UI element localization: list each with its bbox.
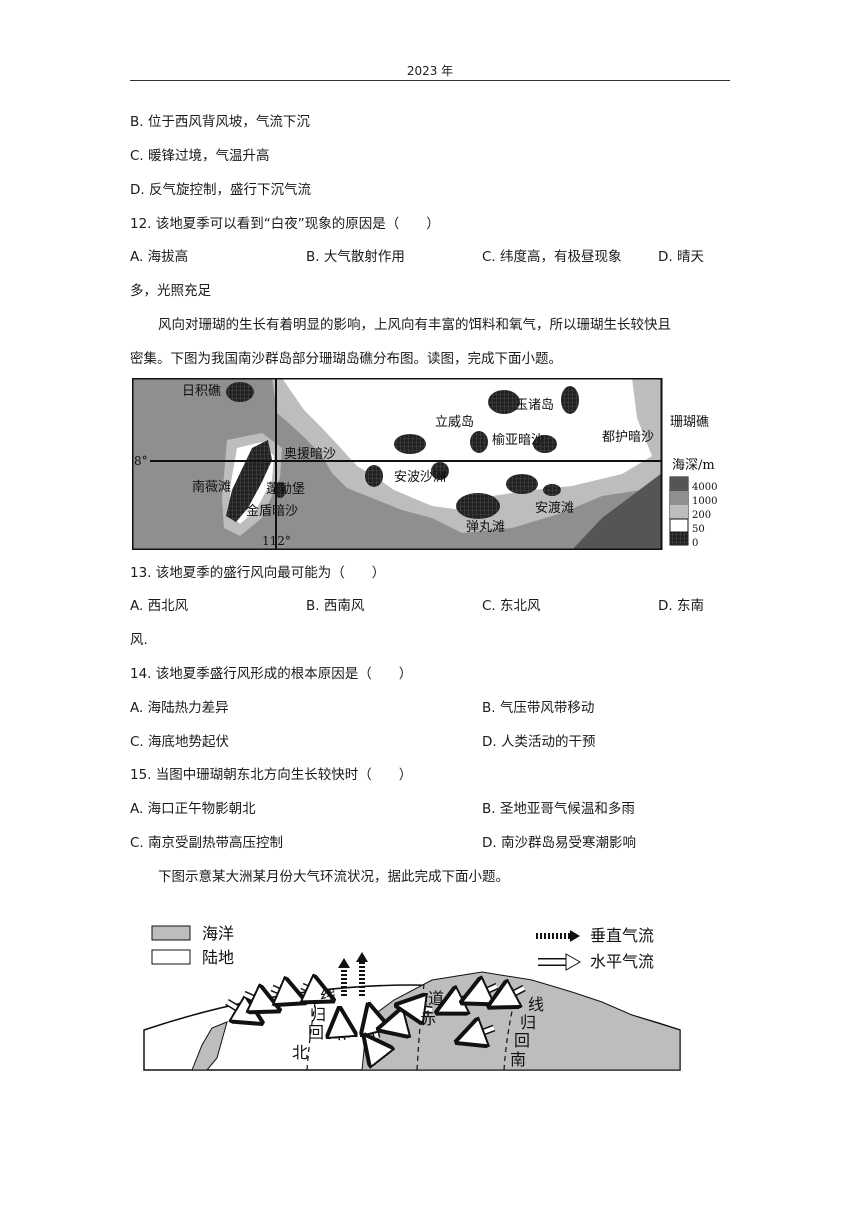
intro-coral-line1: 风向对珊瑚的生长有着明显的影响，上风向有丰富的饵料和氧气，所以珊瑚生长较快且 [158, 317, 671, 333]
label-pengbobao: 蓬勃堡 [266, 481, 305, 497]
reef-duhuansha [533, 435, 557, 453]
reef-yuzhudao-east [561, 386, 579, 414]
equator-char-1: 赤 [420, 1009, 436, 1028]
label-shanhujiao: 珊瑚礁 [670, 414, 709, 430]
label-lon: 112° [262, 534, 291, 548]
legend-vertical-arrow [536, 930, 580, 942]
q12-option-d: D. 晴天 [658, 249, 704, 265]
reef-liweidao [394, 434, 426, 454]
legend-title: 海深/m [672, 458, 715, 473]
label-aoyuanansha: 奥援暗沙 [284, 447, 336, 462]
intro-coral-line2: 密集。下图为我国南沙群岛部分珊瑚岛礁分布图。读图，完成下面小题。 [130, 351, 562, 367]
intro-circulation: 下图示意某大洲某月份大气环流状况，据此完成下面小题。 [158, 869, 509, 885]
reef-rijijiao [226, 382, 254, 402]
q13-option-d-cont: 风. [130, 632, 148, 648]
legend-vertical-label: 垂直气流 [590, 926, 654, 945]
q14-stem: 14. 该地夏季盛行风形成的根本原因是（ ） [130, 666, 413, 682]
legend-land-swatch [151, 949, 191, 965]
q12-option-a: A. 海拔高 [130, 249, 189, 265]
label-yuzhudao: 玉诸岛 [515, 397, 554, 413]
q12-stem: 12. 该地夏季可以看到“白夜”现象的原因是（ ） [130, 216, 440, 232]
label-yuyaansha: 榆亚暗沙 [492, 433, 544, 448]
label-danwantan: 弹丸滩 [466, 520, 505, 535]
deep-corner [572, 473, 662, 550]
tropic-s-char-0: 线 [528, 995, 544, 1014]
legend-swatch-4000 [670, 477, 688, 491]
reef-andutan [506, 474, 538, 494]
q15-option-c: C. 南京受副热带高压控制 [130, 835, 284, 851]
legend-ocean-label: 海洋 [202, 924, 234, 943]
q11-option-d: D. 反气旋控制，盛行下沉气流 [130, 182, 311, 198]
legend-value-1: 1000 [692, 496, 717, 507]
reef-danwantan [456, 493, 500, 519]
reef-small-east [543, 484, 561, 496]
tropic-s-char-1: 归 [520, 1013, 536, 1032]
label-jindunansha: 金盾暗沙 [246, 503, 298, 519]
q14-option-c: C. 海底地势起伏 [130, 734, 230, 750]
circulation-svg: 海洋 陆地 垂直气流 水平气流 [143, 924, 681, 1071]
legend-land-label: 陆地 [202, 948, 234, 967]
label-liweidao: 立威岛 [435, 414, 474, 430]
q13-option-c: C. 东北风 [482, 598, 541, 614]
reef-north-andu [431, 462, 449, 480]
tropic-n-char-2: 回 [308, 1023, 324, 1042]
legend-value-3: 50 [692, 524, 705, 535]
equator-char-0: 道 [428, 989, 444, 1008]
tropic-north-line [306, 991, 318, 1071]
reef-anboshazhou [365, 465, 383, 487]
legend-horizontal-label: 水平气流 [590, 952, 654, 971]
tropic-n-char-3: 北 [292, 1043, 308, 1062]
legend-value-2: 200 [692, 510, 711, 521]
coral-reef-map: 日积礁 玉诸岛 珊瑚礁 立威岛 榆亚暗沙 都护暗沙 奥援暗沙 8° 安波沙洲 南… [131, 377, 732, 551]
q13-option-b: B. 西南风 [306, 598, 365, 614]
q13-option-a: A. 西北风 [130, 598, 189, 614]
tropic-n-char-1: 归 [310, 1005, 326, 1024]
q13-stem: 13. 该地夏季的盛行风向最可能为（ ） [130, 565, 386, 581]
q12-option-c: C. 纬度高，有极昼现象 [482, 249, 622, 265]
horizontal-airflows [225, 986, 526, 1058]
label-andutan: 安渡滩 [535, 500, 574, 516]
legend-value-4: 0 [692, 538, 698, 549]
tropic-s-char-2: 回 [514, 1031, 530, 1050]
vertical-airflow-2 [356, 952, 368, 996]
label-lat: 8° [134, 454, 148, 468]
tropic-s-char-3: 南 [510, 1050, 526, 1069]
vertical-airflow-1 [338, 958, 350, 996]
shallow-zone [282, 378, 652, 510]
legend-swatch-200 [670, 505, 688, 519]
reef-yuzhudao [488, 390, 520, 414]
tropic-n-char-0: 线 [320, 987, 336, 1006]
q13-option-d: D. 东南 [658, 598, 704, 614]
q11-option-b: B. 位于西风背风坡，气流下沉 [130, 114, 310, 130]
reef-yuyaansha [470, 431, 488, 453]
legend-horizontal-arrow [538, 953, 582, 971]
legend-ocean-swatch [151, 925, 191, 941]
q12-option-d-cont: 多，光照充足 [130, 283, 211, 299]
q15-stem: 15. 当图中珊瑚朝东北方向生长较快时（ ） [130, 767, 413, 783]
map-frame [131, 377, 663, 551]
legend-swatch-0 [670, 532, 688, 545]
label-nanweitan: 南薇滩 [192, 479, 231, 495]
circulation-diagram: 海洋 陆地 垂直气流 水平气流 [132, 910, 692, 1080]
legend-swatch-50 [669, 518, 689, 533]
page-header: 2023 年 [406, 64, 454, 78]
header-rule [130, 80, 730, 81]
q14-option-a: A. 海陆热力差异 [130, 700, 229, 716]
q14-option-b: B. 气压带风带移动 [482, 700, 595, 716]
label-duhuansha: 都护暗沙 [602, 430, 654, 445]
ocean-west-island [191, 1021, 228, 1071]
map-svg: 日积礁 玉诸岛 珊瑚礁 立威岛 榆亚暗沙 都护暗沙 奥援暗沙 8° 安波沙洲 南… [131, 377, 717, 551]
q11-option-c: C. 暖锋过境，气温升高 [130, 148, 270, 164]
q14-option-d: D. 人类活动的干预 [482, 734, 596, 750]
q12-option-b: B. 大气散射作用 [306, 249, 405, 265]
q15-option-b: B. 圣地亚哥气候温和多雨 [482, 801, 635, 817]
legend-value-0: 4000 [692, 482, 717, 493]
q15-option-a: A. 海口正午物影朝北 [130, 801, 256, 817]
label-rijijiao: 日积礁 [182, 383, 221, 399]
label-anboshazhou: 安波沙洲 [394, 470, 446, 485]
legend-swatch-1000 [670, 491, 688, 505]
q15-option-d: D. 南沙群岛易受寒潮影响 [482, 835, 636, 851]
